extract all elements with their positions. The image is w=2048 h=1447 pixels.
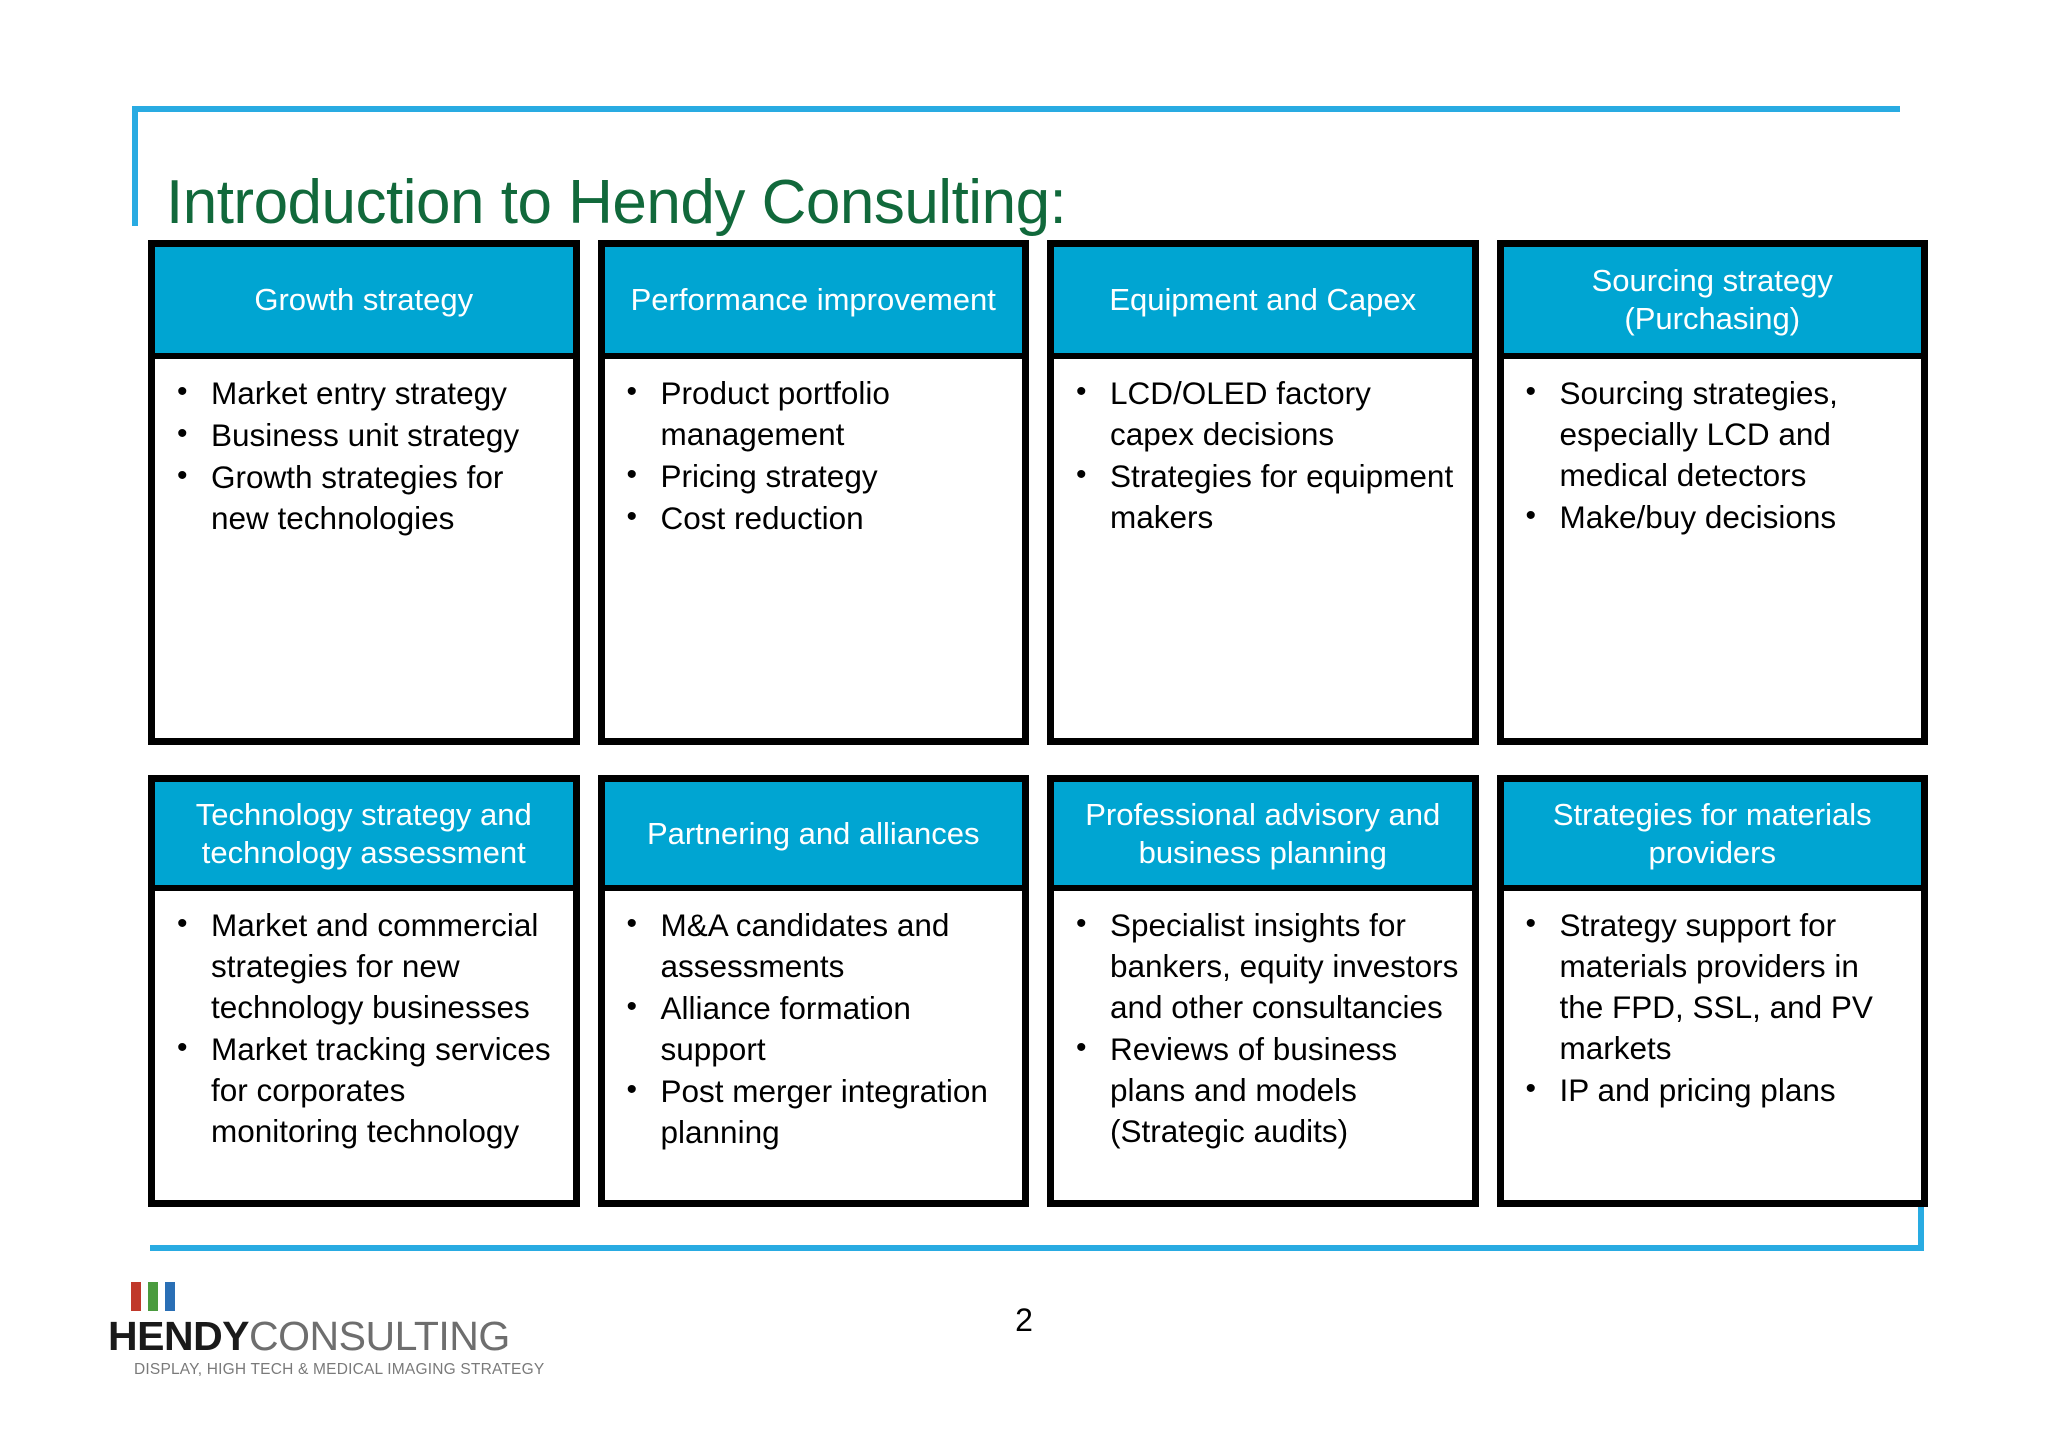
- service-card-professional-advisory[interactable]: Professional advisory and business plann…: [1047, 775, 1479, 1207]
- right-accent-line: [1918, 1192, 1924, 1251]
- card-body-technology-strategy: Market and commercial strategies for new…: [155, 891, 573, 1200]
- hendy-consulting-logo: HENDYCONSULTING DISPLAY, HIGH TECH & MED…: [108, 1282, 545, 1379]
- bullet-list: Specialist insights for bankers, equity …: [1068, 904, 1460, 1152]
- bullet-list: Sourcing strategies, especially LCD and …: [1518, 372, 1910, 538]
- service-card-materials-providers[interactable]: Strategies for materials providers Strat…: [1496, 775, 1928, 1207]
- card-body-partnering-and-alliances: M&A candidates and assessments Alliance …: [605, 891, 1023, 1200]
- list-item: Market entry strategy: [169, 372, 561, 414]
- service-card-performance-improvement[interactable]: Performance improvement Product portfoli…: [597, 240, 1029, 745]
- card-header-materials-providers: Strategies for materials providers: [1503, 782, 1921, 891]
- page-title: Introduction to Hendy Consulting:: [166, 167, 1067, 237]
- logo-bar-green: [148, 1282, 158, 1311]
- card-header-partnering-and-alliances: Partnering and alliances: [604, 782, 1022, 891]
- service-card-sourcing-strategy[interactable]: Sourcing strategy (Purchasing) Sourcing …: [1496, 240, 1928, 745]
- list-item: Alliance formation support: [619, 987, 1011, 1070]
- card-header-technology-strategy: Technology strategy and technology asses…: [155, 782, 573, 891]
- service-card-partnering-and-alliances[interactable]: Partnering and alliances M&A candidates …: [597, 775, 1029, 1207]
- logo-bar-red: [131, 1282, 141, 1311]
- bottom-accent-line: [150, 1245, 1924, 1251]
- service-card-grid: Growth strategy Market entry strategy Bu…: [148, 240, 1928, 1207]
- bullet-list: Product portfolio management Pricing str…: [619, 372, 1011, 539]
- list-item: Business unit strategy: [169, 414, 561, 456]
- card-header-sourcing-strategy: Sourcing strategy (Purchasing): [1503, 247, 1921, 359]
- list-item: Sourcing strategies, especially LCD and …: [1518, 372, 1910, 496]
- list-item: Reviews of business plans and models (St…: [1068, 1028, 1460, 1152]
- list-item: M&A candidates and assessments: [619, 904, 1011, 987]
- card-row-1: Growth strategy Market entry strategy Bu…: [148, 240, 1928, 745]
- service-card-technology-strategy[interactable]: Technology strategy and technology asses…: [148, 775, 580, 1207]
- list-item: Cost reduction: [619, 497, 1011, 539]
- list-item: Post merger integration planning: [619, 1070, 1011, 1153]
- bullet-list: Market entry strategy Business unit stra…: [169, 372, 561, 539]
- list-item: LCD/OLED factory capex decisions: [1068, 372, 1460, 455]
- logo-bar-blue: [165, 1282, 175, 1311]
- list-item: Strategies for equipment makers: [1068, 455, 1460, 538]
- logo-tagline: DISPLAY, HIGH TECH & MEDICAL IMAGING STR…: [134, 1361, 545, 1378]
- card-body-sourcing-strategy: Sourcing strategies, especially LCD and …: [1504, 359, 1922, 738]
- card-header-growth-strategy: Growth strategy: [155, 247, 573, 359]
- list-item: IP and pricing plans: [1518, 1069, 1910, 1111]
- card-body-growth-strategy: Market entry strategy Business unit stra…: [155, 359, 573, 738]
- logo-bars-icon: [131, 1282, 508, 1311]
- logo-word-consulting: CONSULTING: [249, 1313, 510, 1359]
- card-header-professional-advisory: Professional advisory and business plann…: [1054, 782, 1472, 891]
- list-item: Specialist insights for bankers, equity …: [1068, 904, 1460, 1028]
- service-card-equipment-and-capex[interactable]: Equipment and Capex LCD/OLED factory cap…: [1047, 240, 1479, 745]
- service-card-growth-strategy[interactable]: Growth strategy Market entry strategy Bu…: [148, 240, 580, 745]
- list-item: Make/buy decisions: [1518, 496, 1910, 538]
- logo-wordmark: HENDYCONSULTING: [108, 1313, 510, 1359]
- left-accent-line: [132, 106, 138, 226]
- card-body-materials-providers: Strategy support for materials providers…: [1504, 891, 1922, 1200]
- card-body-performance-improvement: Product portfolio management Pricing str…: [605, 359, 1023, 738]
- top-accent-line: [132, 106, 1900, 112]
- bullet-list: Strategy support for materials providers…: [1518, 904, 1910, 1111]
- card-header-equipment-and-capex: Equipment and Capex: [1054, 247, 1472, 359]
- bullet-list: Market and commercial strategies for new…: [169, 904, 561, 1152]
- page-number: 2: [1015, 1302, 1033, 1338]
- list-item: Strategy support for materials providers…: [1518, 904, 1910, 1069]
- list-item: Market and commercial strategies for new…: [169, 904, 561, 1028]
- logo-word-hendy: HENDY: [108, 1313, 250, 1359]
- list-item: Pricing strategy: [619, 455, 1011, 497]
- card-row-2: Technology strategy and technology asses…: [148, 775, 1928, 1207]
- card-header-performance-improvement: Performance improvement: [604, 247, 1022, 359]
- list-item: Growth strategies for new technologies: [169, 456, 561, 539]
- card-body-equipment-and-capex: LCD/OLED factory capex decisions Strateg…: [1054, 359, 1472, 738]
- card-body-professional-advisory: Specialist insights for bankers, equity …: [1054, 891, 1472, 1200]
- bullet-list: LCD/OLED factory capex decisions Strateg…: [1068, 372, 1460, 538]
- list-item: Product portfolio management: [619, 372, 1011, 455]
- bullet-list: M&A candidates and assessments Alliance …: [619, 904, 1011, 1153]
- list-item: Market tracking services for corporates …: [169, 1028, 561, 1152]
